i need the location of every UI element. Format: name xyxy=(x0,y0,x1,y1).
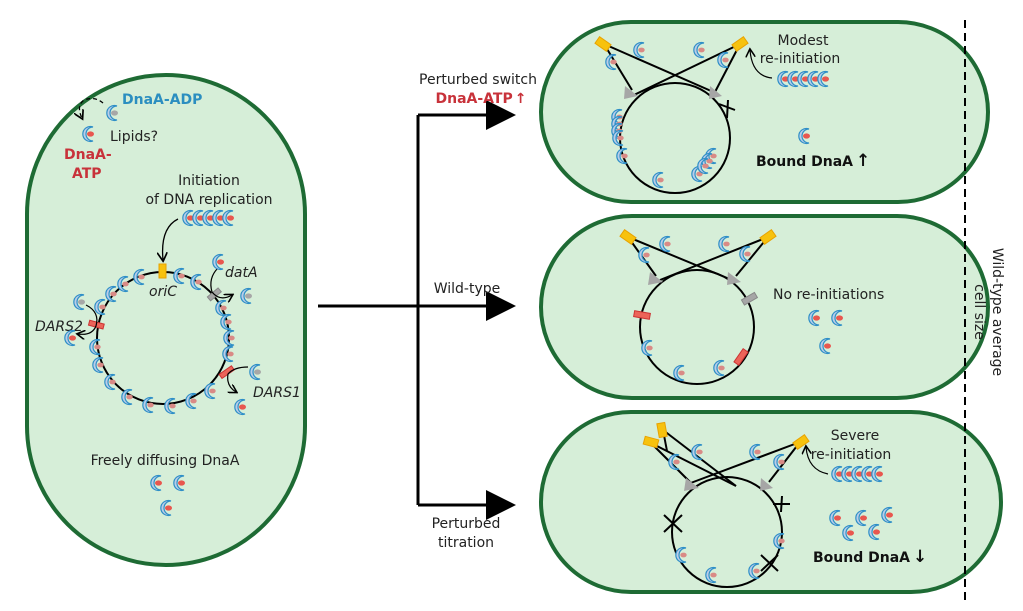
initiation-arrow xyxy=(163,218,179,260)
modest-reinit-label: re-initiation xyxy=(760,51,841,67)
perturbed-titration-label-2: titration xyxy=(438,535,494,551)
bottom-bound-dnaa-label: Bound DnaA↓ xyxy=(813,547,927,567)
middle-cell-membrane xyxy=(539,214,990,400)
severe-label: Severe xyxy=(831,428,879,444)
left-cell-membrane xyxy=(25,73,307,567)
bottom-data-blocked-mark xyxy=(773,495,790,513)
dars2-arrow xyxy=(78,304,98,334)
bottom-oric-1 xyxy=(656,421,668,439)
bottom-fork-left xyxy=(684,478,699,491)
top-cell: Modest re-initiation Bound DnaA↑ xyxy=(539,20,990,204)
top-oric-left xyxy=(594,36,612,52)
middle-dars2-site xyxy=(633,310,651,320)
bottom-chromosome xyxy=(671,476,783,588)
dnaa-atp-label-2: ATP xyxy=(72,166,102,182)
top-bound-dnaa-label: Bound DnaA↑ xyxy=(756,151,870,171)
middle-oric-left xyxy=(619,229,637,245)
initiation-label-1: Initiation xyxy=(178,173,240,189)
middle-dars1-site xyxy=(733,348,749,366)
no-reinit-label: No re-initiations xyxy=(773,287,884,303)
branch-arrows xyxy=(318,100,516,520)
middle-chromosome xyxy=(639,269,755,385)
middle-cell: No re-initiations xyxy=(539,214,990,400)
bottom-cell-membrane xyxy=(539,410,1003,594)
data-label: datA xyxy=(225,265,258,281)
left-cell: DnaA-ADP Lipids? DnaA- ATP Initiation of… xyxy=(25,73,307,567)
cell-size-label-1: Wild-type average xyxy=(989,248,1005,376)
perturbed-switch-label: Perturbed switch xyxy=(419,72,537,88)
dnaa-adp-label: DnaA-ADP xyxy=(122,92,202,108)
oric-label: oriC xyxy=(149,284,177,300)
top-reinit-arrow xyxy=(750,50,773,79)
freely-diffusing-label: Freely diffusing DnaA xyxy=(91,453,240,469)
modest-label: Modest xyxy=(778,33,829,49)
bottom-cell: Severe re-initiation Bound DnaA↓ xyxy=(539,410,1003,594)
middle-fork-left xyxy=(648,272,663,285)
bottom-oric-2 xyxy=(642,435,660,449)
middle-fork-right xyxy=(727,272,741,285)
top-fork-right xyxy=(709,86,722,99)
perturbed-titration-label-1: Perturbed xyxy=(432,516,501,532)
severe-reinit-label: re-initiation xyxy=(811,447,892,463)
middle-data-site xyxy=(740,291,759,306)
dnaa-atp-label-1: DnaA- xyxy=(64,147,112,163)
top-fork-left xyxy=(624,86,638,99)
bottom-dars2-blocked-mark xyxy=(663,514,683,533)
initiation-label-2: of DNA replication xyxy=(145,192,272,208)
data-arrow xyxy=(210,267,232,298)
top-oric-right xyxy=(731,36,749,52)
bottom-dars1-blocked-mark xyxy=(760,554,779,572)
oric-site xyxy=(158,263,167,279)
wild-type-label: Wild-type xyxy=(434,281,501,297)
bottom-fork-right xyxy=(760,478,773,491)
top-cell-membrane xyxy=(539,20,990,204)
top-data-blocked-mark xyxy=(718,99,736,119)
dars2-label: DARS2 xyxy=(35,319,83,335)
lipids-label: Lipids? xyxy=(110,129,158,145)
dnaa-atp-up-label: DnaA-ATP↑ xyxy=(436,91,527,107)
cell-size-label-2: cell size xyxy=(971,284,987,340)
dars1-label: DARS1 xyxy=(253,385,301,401)
middle-oric-right xyxy=(759,229,777,245)
dars1-arrow xyxy=(227,366,249,392)
bottom-reinit-arrow xyxy=(806,447,829,475)
